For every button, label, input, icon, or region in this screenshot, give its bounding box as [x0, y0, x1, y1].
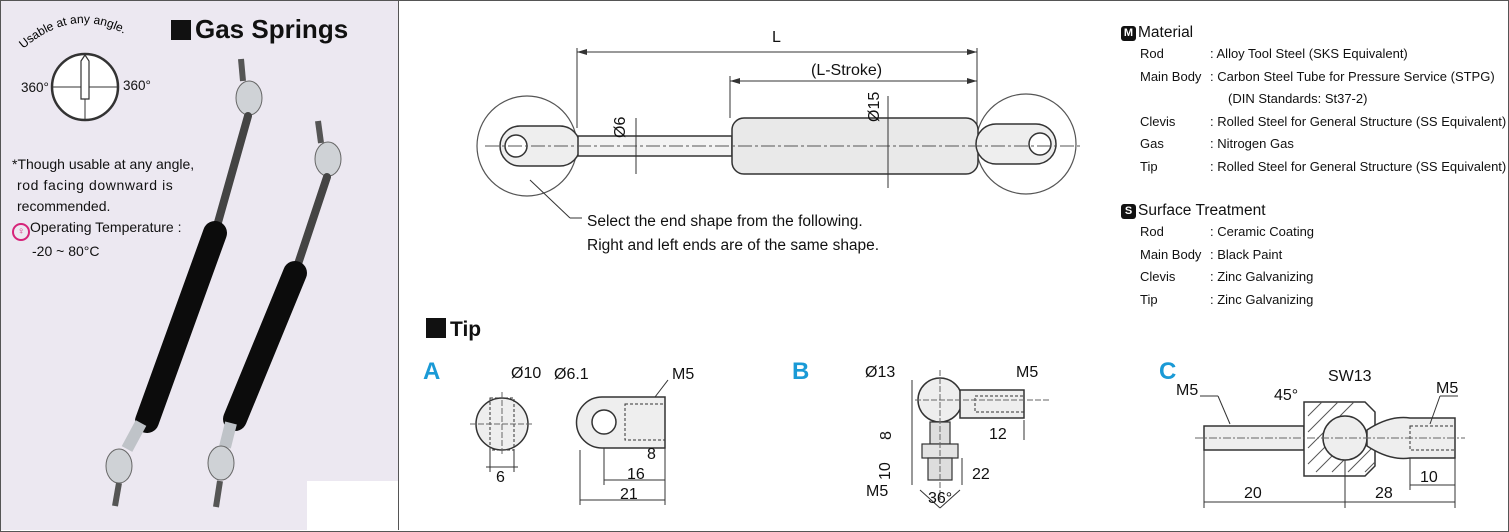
- tip-C-10: 10: [1420, 469, 1438, 486]
- tip-B-12: 12: [989, 426, 1007, 443]
- surface-rows: Rod: Ceramic Coating Main Body: Black Pa…: [1121, 221, 1314, 311]
- tip-A-d61: Ø6.1: [554, 366, 589, 383]
- tip-C-20: 20: [1244, 485, 1262, 502]
- material-row: Rod: Alloy Tool Steel (SKS Equivalent): [1140, 46, 1408, 61]
- material-rows: Rod: Alloy Tool Steel (SKS Equivalent) M…: [1121, 43, 1506, 178]
- thermometer-icon: ♀: [12, 223, 30, 241]
- tip-C-m5-left: M5: [1176, 382, 1199, 399]
- tip-C-drawing: [1195, 395, 1465, 508]
- left-panel: Gas Springs Usable at any angle.: [1, 1, 399, 530]
- tip-A-w6: 6: [496, 469, 505, 486]
- tip-B-22: 22: [972, 466, 990, 483]
- title-square-icon: [171, 20, 191, 40]
- tip-drawings: [470, 370, 1465, 509]
- tip-A-16: 16: [627, 466, 645, 483]
- product-title-text: Gas Springs: [195, 14, 349, 44]
- tip-C-sw13: SW13: [1328, 368, 1372, 385]
- dimension-body-diameter: Ø15: [866, 91, 883, 122]
- end-shape-caption: Select the end shape from the following.…: [587, 210, 879, 258]
- tip-A-21: 21: [620, 486, 638, 503]
- temperature-value: -20 ~ 80°C: [32, 243, 100, 259]
- material-row: Clevis: Rolled Steel for General Structu…: [1140, 113, 1507, 129]
- angle-and-product-illustration: Usable at any angle.: [16, 12, 398, 530]
- angle-left-label: 360°: [21, 80, 49, 95]
- material-row: Main Body: Carbon Steel Tube for Pressur…: [1140, 68, 1495, 84]
- material-badge-icon: M: [1121, 26, 1136, 41]
- gas-spring-dimension-drawing: [476, 48, 1080, 219]
- tip-B-8: 8: [878, 431, 895, 440]
- tip-B-36deg: 36°: [928, 490, 953, 507]
- caption-line-2: Right and left ends are of the same shap…: [587, 237, 880, 254]
- material-title: Material: [1138, 24, 1194, 41]
- dimension-L-label: L: [772, 29, 781, 46]
- dimension-stroke-label: (L-Stroke): [811, 62, 883, 79]
- product-title: Gas Springs: [171, 14, 348, 45]
- tip-A-label: A: [423, 358, 441, 385]
- note-line-3: recommended.: [17, 198, 111, 214]
- note-line-1: *Though usable at any angle,: [12, 156, 195, 172]
- temperature-line: ♀Operating Temperature :: [12, 217, 194, 241]
- tip-B-d13: Ø13: [865, 364, 896, 381]
- tip-A-d10: Ø10: [511, 365, 542, 382]
- material-row: Tip: Rolled Steel for General Structure …: [1140, 158, 1507, 174]
- tip-B-label: B: [792, 358, 810, 385]
- tip-B-m5-lower: M5: [866, 483, 889, 500]
- tip-heading: Tip: [426, 318, 481, 342]
- tip-C-label: C: [1159, 358, 1177, 385]
- tip-B-drawing: [911, 370, 1050, 509]
- angle-arc-label: Usable at any angle.: [16, 12, 129, 51]
- tip-square-icon: [426, 318, 446, 338]
- tip-A-m5: M5: [672, 366, 695, 383]
- tip-A-8: 8: [647, 446, 656, 463]
- tip-C-m5-right: M5: [1436, 380, 1459, 397]
- surface-badge-icon: S: [1121, 204, 1136, 219]
- tip-C-28: 28: [1375, 485, 1393, 502]
- tip-B-m5: M5: [1016, 364, 1039, 381]
- tip-title: Tip: [450, 318, 482, 341]
- material-row: (DIN Standards: St37-2): [1228, 91, 1368, 106]
- caption-line-1: Select the end shape from the following.: [587, 213, 863, 230]
- tip-A-drawing: [470, 379, 669, 505]
- temperature-label: Operating Temperature :: [30, 219, 182, 235]
- surface-row: Clevis: Zinc Galvanizing: [1140, 269, 1314, 284]
- material-row: Gas: Nitrogen Gas: [1140, 136, 1294, 151]
- surface-row: Tip: Zinc Galvanizing: [1140, 291, 1314, 307]
- surface-row: Rod: Ceramic Coating: [1140, 224, 1315, 239]
- surface-title: Surface Treatment: [1138, 202, 1266, 219]
- tip-B-10: 10: [877, 462, 894, 480]
- gas-spring-illustration-1: [105, 58, 263, 507]
- surface-row: Main Body: Black Paint: [1140, 246, 1283, 262]
- tip-C-45deg: 45°: [1274, 387, 1299, 404]
- gas-spring-illustration-2: [207, 120, 342, 508]
- angle-right-label: 360°: [123, 78, 151, 93]
- usage-note: *Though usable at any angle, rod facing …: [12, 154, 194, 262]
- dimension-rod-diameter: Ø6: [612, 116, 629, 138]
- note-line-2: rod facing downward is: [17, 177, 174, 193]
